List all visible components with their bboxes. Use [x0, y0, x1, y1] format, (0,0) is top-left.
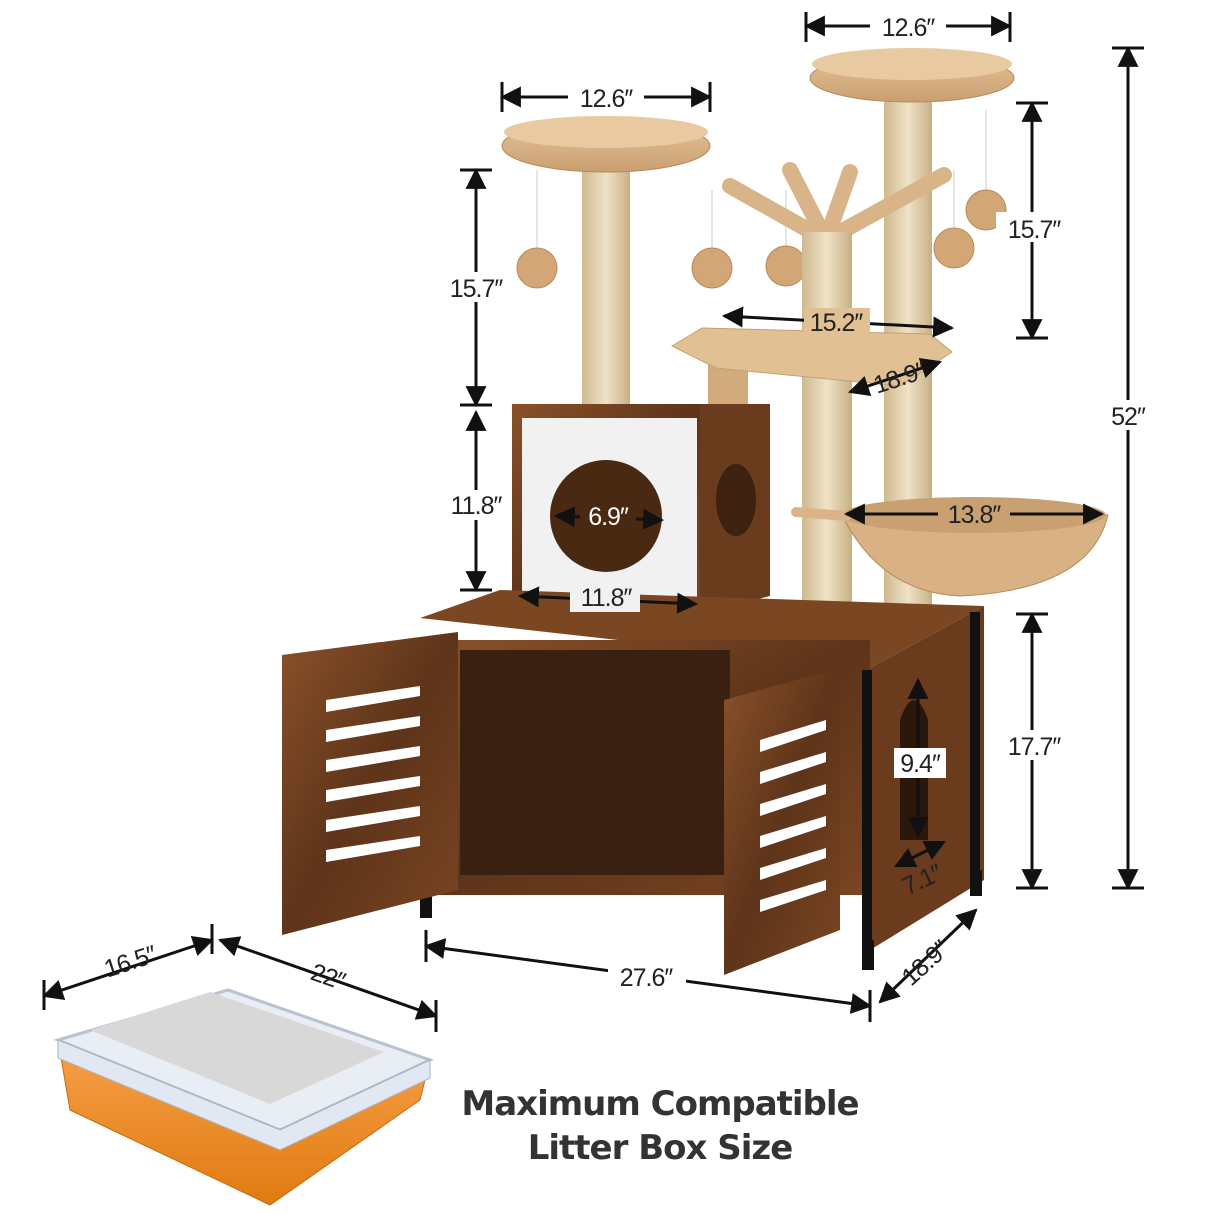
- label-basket-width: 13.8″: [948, 501, 1002, 529]
- litter-box: [53, 988, 434, 1206]
- label-condo-height: 11.8″: [451, 492, 503, 520]
- label-litter-length: 22″: [307, 958, 349, 996]
- label-left-platform-width: 12.6″: [580, 85, 634, 113]
- litter-box-caption: Maximum Compatible Litter Box Size: [380, 1082, 940, 1170]
- label-top-platform-width: 12.6″: [882, 14, 936, 42]
- caption-line-2: Litter Box Size: [527, 1128, 794, 1168]
- label-condo-width: 11.8″: [581, 584, 633, 612]
- label-litter-width: 16.5″: [101, 940, 161, 983]
- label-left-post-height: 15.7″: [450, 275, 504, 303]
- left-louvered-door: [282, 632, 458, 935]
- hanging-pom-poms: [516, 110, 1007, 289]
- label-side-hole-height: 9.4″: [900, 750, 941, 778]
- cube-condo: [512, 404, 770, 614]
- label-total-height: 52″: [1111, 403, 1146, 431]
- label-perch-width: 15.2″: [810, 309, 864, 337]
- dimension-labels: 12.6″ 12.6″ 15.7″ 11.8″ 15.7″ 52″ 17.7″ …: [101, 12, 1158, 996]
- caption-line-1: Maximum Compatible: [461, 1084, 859, 1124]
- litter-cabinet: [420, 590, 984, 970]
- label-cabinet-width: 27.6″: [620, 964, 674, 992]
- label-cabinet-depth: 18.9″: [896, 935, 955, 992]
- label-cabinet-height: 17.7″: [1008, 733, 1062, 761]
- right-louvered-door: [724, 668, 840, 975]
- center-sisal-post: [802, 232, 852, 642]
- left-sisal-post: [582, 150, 630, 405]
- branch-toy: [722, 162, 952, 258]
- perch-support: [708, 365, 748, 405]
- label-condo-hole: 6.9″: [588, 503, 629, 531]
- label-right-post-height: 15.7″: [1008, 216, 1062, 244]
